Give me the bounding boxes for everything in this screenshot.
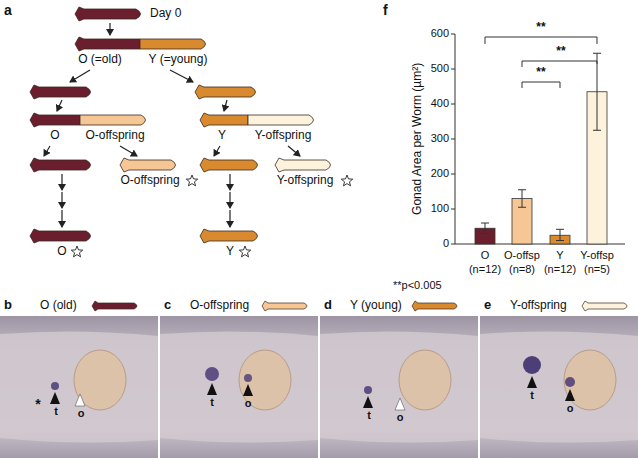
panel-title: O (old): [40, 299, 77, 313]
structure-label: t: [210, 396, 214, 409]
category-label: O-offsp: [504, 249, 540, 262]
significance-brackets: [485, 37, 597, 88]
significance-mark: **: [536, 66, 545, 80]
worm-label: O (=old): [78, 53, 122, 67]
axis-title: Gonad Area per Worm (µm²): [411, 63, 425, 215]
chart-axes: [451, 34, 625, 244]
panel-title: O-offspring: [190, 299, 249, 313]
tick-label: 600: [431, 27, 449, 40]
sample-size: (n=12): [544, 263, 576, 276]
tick-label: 100: [431, 202, 449, 215]
worm-label: O: [57, 245, 66, 259]
worm-label: Y-offspring: [277, 174, 334, 188]
panel-title: Y-offspring: [510, 299, 567, 313]
sample-size: (n=8): [509, 263, 535, 276]
worm-label: Y (=young): [149, 53, 208, 67]
panel-letter: b: [4, 298, 12, 313]
worm-label: Y-offspring: [255, 129, 312, 143]
panel-letter: a: [4, 2, 12, 18]
micrograph-c: [160, 316, 318, 458]
error-bars: [481, 53, 601, 240]
structure-label: t: [367, 409, 371, 422]
significance-mark: **: [556, 45, 565, 59]
panel-letter: f: [383, 2, 388, 18]
structure-label: t: [530, 389, 534, 402]
structure-label: *: [35, 396, 40, 412]
lineage-arrows: [44, 23, 300, 227]
sample-size: (n=5): [584, 263, 610, 276]
panel-letter: c: [164, 298, 171, 313]
worm-label: Y: [218, 129, 226, 143]
micrograph-b: [0, 316, 158, 458]
significance-mark: **: [536, 21, 545, 35]
timepoint-label: Day 0: [150, 7, 181, 21]
structure-label: o: [567, 402, 574, 415]
tick-label: 200: [431, 167, 449, 180]
panel-title: Y (young): [350, 299, 402, 313]
structure-label: o: [397, 411, 404, 424]
category-label: O: [481, 249, 490, 262]
footnote: **p<0.005: [393, 279, 442, 292]
worm-label: O-offspring: [120, 174, 179, 188]
category-label: Y-offsp: [580, 249, 614, 262]
worm-label: O-offspring: [85, 129, 144, 143]
structure-label: o: [245, 397, 252, 410]
micrograph-d: [320, 316, 478, 458]
worm-label: O: [50, 129, 59, 143]
panel-letter: d: [324, 298, 332, 313]
category-label: Y: [556, 249, 563, 262]
structure-label: t: [54, 405, 58, 418]
tick-label: 300: [431, 132, 449, 145]
micrograph-e: [480, 316, 638, 458]
tick-label: 0: [443, 237, 449, 250]
panel-letter: e: [484, 298, 491, 313]
worm-label: Y: [226, 245, 234, 259]
tick-label: 500: [431, 62, 449, 75]
tick-label: 400: [431, 97, 449, 110]
bars: [475, 92, 607, 244]
worm-lineage: [30, 7, 331, 243]
sample-size: (n=12): [469, 263, 501, 276]
structure-label: o: [78, 407, 85, 420]
star-symbols: [71, 175, 352, 257]
